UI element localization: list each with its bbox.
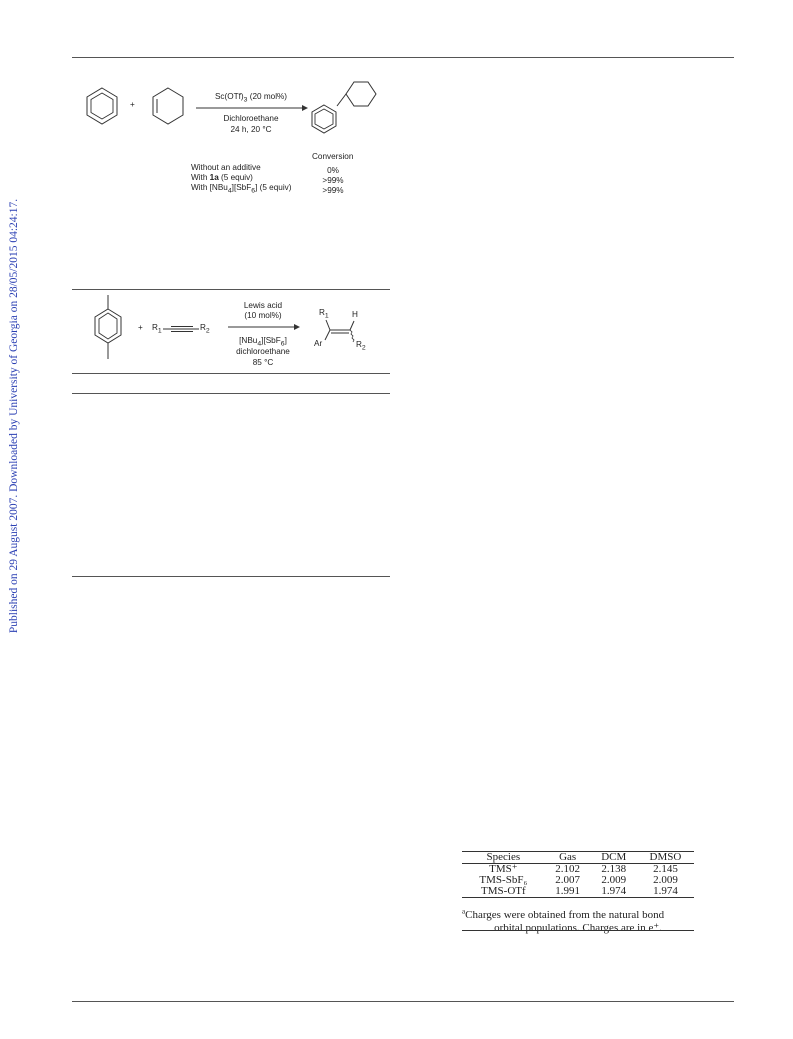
scheme2-solvent: dichloroethane <box>236 347 290 356</box>
conversion-value-3: >99% <box>322 186 344 195</box>
table-cell: 2.138 <box>601 863 627 875</box>
table1-column-rule <box>72 393 390 394</box>
table-cell: TMS-SbF₆ <box>479 874 528 886</box>
product-alkene-bonds <box>324 319 355 343</box>
scheme1-solvent: Dichloroethane <box>223 114 279 123</box>
page-top-rule <box>72 57 734 58</box>
alkyne-r1: R1 <box>152 323 162 335</box>
p-xylene-structure <box>94 295 122 359</box>
footnote-line-1: aCharges were obtained from the natural … <box>462 907 665 921</box>
alkyne-triple-bond <box>163 326 199 332</box>
table-cell: 1.974 <box>636 886 694 898</box>
conversion-value-2: >99% <box>322 176 344 185</box>
footnote-line-2: orbital populations. Charges are in e⁺. <box>494 921 662 934</box>
charge-table: Species Gas DCM DMSO TMS⁺ 2.102 2.138 2.… <box>462 851 694 898</box>
cyclohexene-structure <box>152 87 184 125</box>
cyclohexylbenzene-structure <box>311 81 377 134</box>
page-bottom-rule <box>72 1001 734 1002</box>
table1-bottom-rule <box>72 576 390 577</box>
table-cell: 2.102 <box>555 863 580 875</box>
conversion-values: 0% >99% >99% <box>318 166 348 196</box>
product-r1: R1 <box>319 308 329 320</box>
scheme1-reaction-arrow <box>196 105 308 111</box>
table-row: TMS-OTf 1.991 1.974 1.974 <box>462 886 694 898</box>
table-cell: TMS⁺ <box>489 863 518 875</box>
alkyne-r2: R2 <box>200 323 210 335</box>
scheme1-conditions: 24 h, 20 °C <box>230 125 272 134</box>
condition-row-3: With [NBu4][SbF6] (5 equiv) <box>191 183 292 195</box>
header-dmso: DMSO <box>636 851 694 864</box>
plus-sign-1: + <box>130 100 135 109</box>
product-ar: Ar <box>314 339 323 348</box>
side-watermark: Published on 29 August 2007. Downloaded … <box>8 198 20 634</box>
plus-sign-2: + <box>138 323 143 332</box>
product-r2: R2 <box>356 340 366 352</box>
table-cell: TMS-OTf <box>462 886 545 898</box>
product-h: H <box>352 310 358 319</box>
table-header-row: Species Gas DCM DMSO <box>462 851 694 864</box>
table-cell: 1.991 <box>544 886 591 898</box>
table-cell: 2.009 <box>653 874 678 886</box>
scheme2-reaction-arrow <box>228 324 300 330</box>
scheme2-additive: [NBu4][SbF6] <box>239 336 287 348</box>
table-cell: 2.009 <box>601 874 627 886</box>
table-cell: 1.974 <box>590 886 637 898</box>
scheme2-temperature: 85 °C <box>252 358 274 367</box>
condition-row-1: Without an additive <box>191 163 261 172</box>
table-cell: 2.145 <box>653 863 678 875</box>
header-species: Species <box>462 851 545 864</box>
table1-top-rule <box>72 289 390 290</box>
condition-row-2: With 1a (5 equiv) <box>191 173 253 182</box>
scheme2-reagent-line1: Lewis acid <box>243 301 283 310</box>
scheme1-conditions-list: Without an additive With 1a (5 equiv) Wi… <box>191 163 311 197</box>
table-row: TMS⁺ 2.102 2.138 2.145 <box>462 864 694 876</box>
table-row: TMS-SbF₆ 2.007 2.009 2.009 <box>462 875 694 886</box>
conversion-header: Conversion <box>312 152 354 161</box>
benzene-structure <box>86 87 118 125</box>
scheme2-reagent-line2: (10 mol%) <box>244 311 282 320</box>
conversion-value-1: 0% <box>327 166 339 175</box>
table1-header-rule <box>72 373 390 374</box>
header-gas: Gas <box>544 851 591 864</box>
table-bottom-rule <box>462 930 694 931</box>
scheme1-catalyst: Sc(OTf)3 (20 mol%) <box>214 92 288 104</box>
table-cell: 2.007 <box>555 874 580 886</box>
footnote-mark: a <box>462 907 466 915</box>
header-dcm: DCM <box>590 851 637 864</box>
